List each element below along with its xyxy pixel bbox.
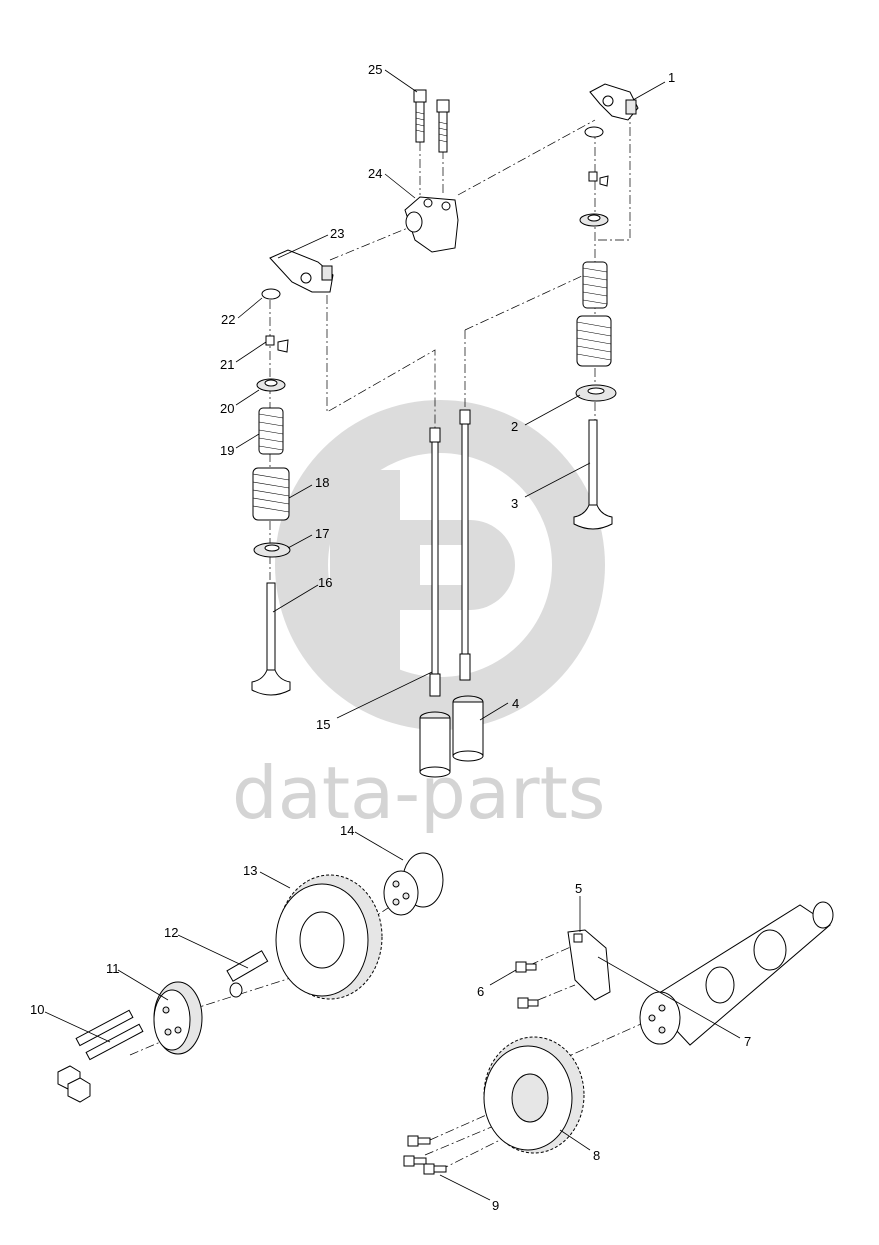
- callout-5: 5: [575, 881, 582, 896]
- callout-7: 7: [744, 1034, 751, 1049]
- callout-4: 4: [512, 696, 519, 711]
- valve-right: [573, 419, 613, 530]
- rocker-arm-right: [589, 83, 639, 121]
- bolt-9c: [423, 1163, 447, 1175]
- callout-2: 2: [511, 419, 518, 434]
- thrust-plate: [153, 981, 203, 1055]
- valve-left: [251, 582, 291, 696]
- callout-21: 21: [220, 357, 234, 372]
- idler-pin: [226, 950, 269, 998]
- bolt-25b: [436, 99, 450, 153]
- callout-19: 19: [220, 443, 234, 458]
- watermark-logo: [275, 400, 605, 730]
- idler-gear: [275, 874, 383, 1000]
- valve-collet-right: [588, 171, 609, 187]
- callout-13: 13: [243, 863, 257, 878]
- spring-seat-right: [575, 384, 617, 402]
- outer-spring-left: [252, 467, 290, 521]
- callout-8: 8: [593, 1148, 600, 1163]
- callout-1: 1: [668, 70, 675, 85]
- callout-15: 15: [316, 717, 330, 732]
- spring-retainer-left: [256, 378, 286, 392]
- callout-11: 11: [106, 961, 120, 976]
- rocker-bracket: [404, 196, 459, 253]
- callout-17: 17: [315, 526, 329, 541]
- callout-6: 6: [477, 984, 484, 999]
- callout-10: 10: [30, 1002, 44, 1017]
- callout-16: 16: [318, 575, 332, 590]
- callout-24: 24: [368, 166, 382, 181]
- bolt-25a: [413, 89, 427, 143]
- bolt-10b: [67, 1023, 144, 1103]
- cam-retainer-plate: [567, 929, 611, 1001]
- idler-hub: [383, 852, 444, 916]
- spring-seat-left: [253, 542, 291, 558]
- tappet-left: [419, 711, 451, 778]
- cam-gear: [483, 1036, 585, 1154]
- valve-collet-left: [265, 335, 289, 353]
- camshaft: [639, 901, 834, 1046]
- spring-retainer-right: [579, 213, 609, 227]
- callout-18: 18: [315, 475, 329, 490]
- callout-14: 14: [340, 823, 354, 838]
- inner-spring-left: [258, 407, 284, 455]
- tappet-right: [452, 695, 484, 762]
- callout-25: 25: [368, 62, 382, 77]
- callout-23: 23: [330, 226, 344, 241]
- valve-cap-right: [584, 126, 604, 138]
- callout-labels: 1 2 3 4 5 6 7 8 9 10 11 12 13 14 15 16 1…: [30, 62, 751, 1213]
- bolt-6b: [517, 997, 539, 1009]
- bolt-9b: [403, 1155, 427, 1167]
- valve-cap-left: [261, 288, 281, 300]
- callout-22: 22: [221, 312, 235, 327]
- bolt-6a: [515, 961, 537, 973]
- callout-20: 20: [220, 401, 234, 416]
- callout-3: 3: [511, 496, 518, 511]
- push-rod-15: [429, 427, 441, 697]
- bolt-9a: [407, 1135, 431, 1147]
- callout-12: 12: [164, 925, 178, 940]
- inner-spring-right: [582, 261, 608, 309]
- watermark-text: data-parts: [232, 751, 605, 835]
- push-rod-4: [459, 409, 471, 681]
- leader-lines: [44, 69, 741, 1201]
- rocker-arm-left: [269, 249, 334, 293]
- callout-9: 9: [492, 1198, 499, 1213]
- outer-spring-right: [576, 315, 612, 367]
